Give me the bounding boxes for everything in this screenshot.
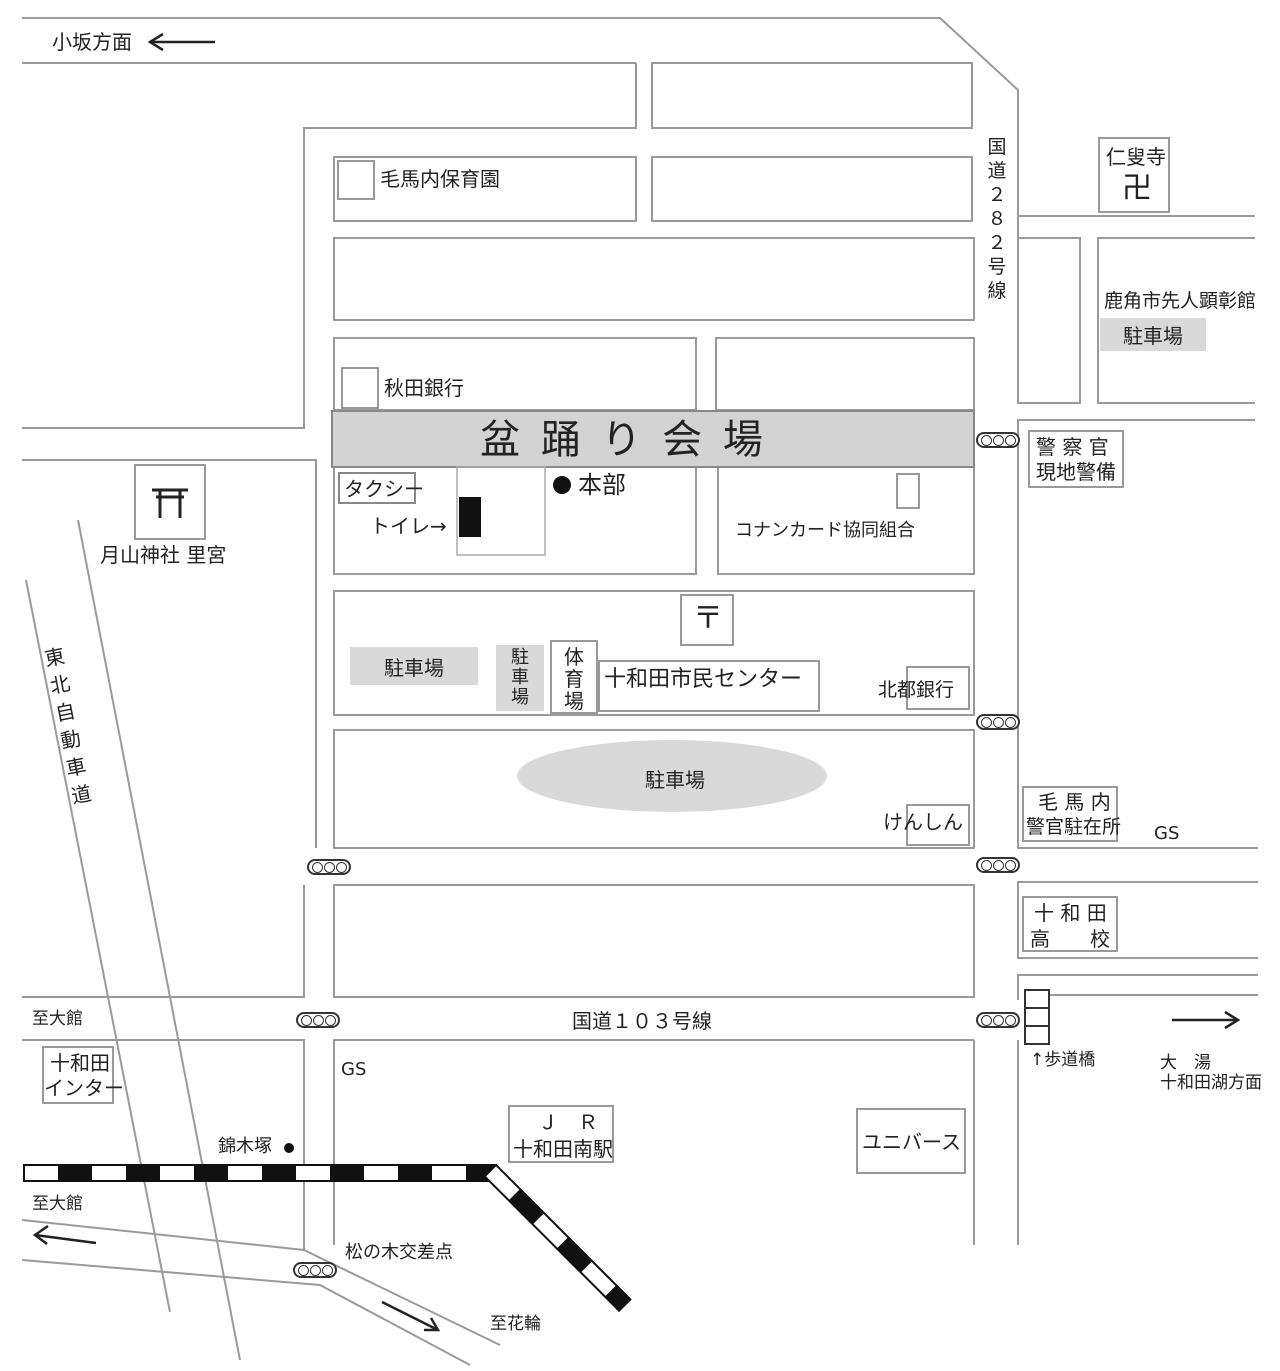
universe-store: ユニバース — [856, 1108, 966, 1174]
gas-station-east: GS — [1154, 823, 1180, 844]
nishikigi-label: 錦木塚 — [218, 1136, 272, 1157]
oyu-direction: 大 湯 — [1160, 1053, 1211, 1073]
hokuto-bank — [906, 666, 970, 710]
akita-bank-label: 秋田銀行 — [384, 376, 464, 400]
headquarters-label: 本部 — [578, 471, 626, 499]
civic-center: 十和田市民センター — [598, 660, 820, 712]
kemanai-police-box: 毛 馬 内 警官駐在所 — [1022, 786, 1121, 842]
towada-high-school: 十 和 田 高 校 — [1022, 896, 1118, 952]
kenshin-bank — [906, 804, 970, 846]
jinshoji-temple: 仁叟寺 卍 — [1098, 137, 1170, 213]
nursery-marker — [337, 160, 375, 200]
hokuto-bank-label: 北都銀行 — [878, 679, 955, 701]
hanawa-direction: 至花輪 — [490, 1314, 541, 1334]
route-282-label: 国道２８２号線 — [987, 136, 1007, 302]
parking-left: 駐車場 — [350, 647, 478, 685]
post-office: 〒 — [680, 594, 734, 646]
akita-bank-marker — [341, 367, 379, 409]
jr-station: Ｊ Ｒ 十和田南駅 — [508, 1105, 614, 1163]
traffic-signal-icon — [976, 714, 1020, 730]
center-parking-label: 駐車場 — [645, 768, 705, 792]
conan-label: コナンカード協同組合 — [735, 520, 915, 541]
post-office-icon: 〒 — [693, 601, 723, 636]
shrine-marker — [134, 464, 206, 540]
footbridge-label: ↑歩道橋 — [1030, 1050, 1096, 1070]
parking-narrow: 駐車場 — [496, 645, 544, 711]
traffic-signal-icon — [293, 1262, 337, 1278]
kenshin-label: けんしん — [883, 810, 963, 834]
railway-line — [23, 1163, 632, 1313]
traffic-signal-icon — [976, 432, 1020, 448]
nursery-label: 毛馬内保育園 — [380, 167, 500, 191]
kosaka-direction: 小坂方面 — [52, 30, 132, 54]
museum-parking: 駐車場 — [1100, 318, 1206, 351]
shrine-label: 月山神社 里宮 — [100, 543, 227, 567]
traffic-signal-icon — [307, 859, 351, 875]
torii-icon — [152, 488, 188, 518]
towada-interchange: 十和田 インター — [42, 1046, 124, 1104]
police-post: 警 察 官 現地警備 — [1028, 430, 1124, 488]
venue-title: 盆 踊 り 会 場 — [480, 417, 767, 463]
manji-icon: 卍 — [1122, 171, 1152, 206]
odate-direction-upper: 至大館 — [32, 1009, 83, 1029]
gas-station-west: GS — [341, 1059, 367, 1080]
museum-label: 鹿角市先人顕彰館 — [1104, 290, 1257, 312]
route-103-label: 国道１０３号線 — [572, 1009, 712, 1033]
traffic-signal-icon — [976, 1012, 1020, 1028]
odate-direction-lower: 至大館 — [32, 1194, 83, 1214]
gymnasium: 体育場 — [550, 640, 598, 714]
toilet-hq-label: トイレ→ — [370, 514, 447, 538]
matsunoki-crossing-label: 松の木交差点 — [345, 1242, 453, 1263]
taxi-stand: タクシー — [338, 472, 424, 504]
conan-marker — [896, 473, 920, 509]
traffic-signal-icon — [976, 857, 1020, 873]
traffic-signal-icon — [296, 1012, 340, 1028]
towada-lake-direction: 十和田湖方面 — [1160, 1073, 1262, 1093]
